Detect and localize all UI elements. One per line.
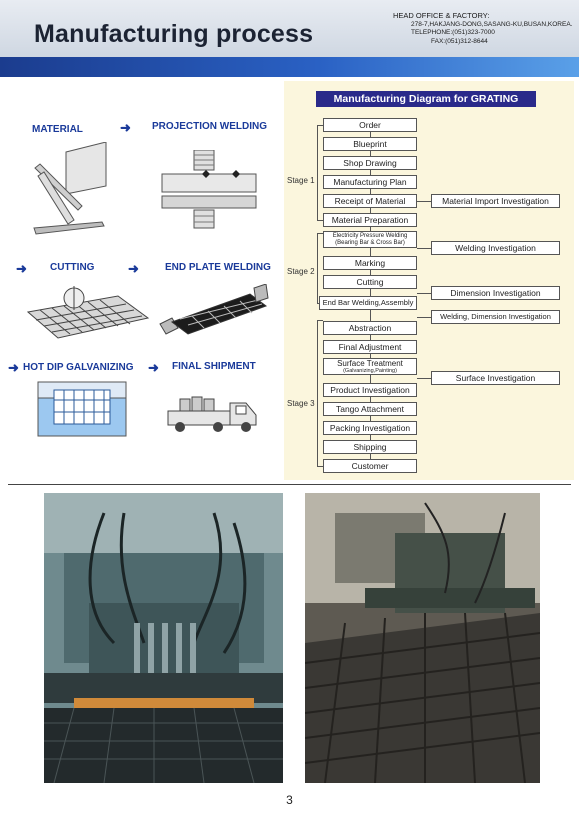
flow-box-line: Electricity Pressure Welding — [332, 233, 408, 239]
inspection-box: Welding Investigation — [431, 241, 560, 255]
flow-box: Blueprint — [323, 137, 417, 151]
welding-machine-photo — [44, 493, 283, 783]
stage2-bracket — [317, 233, 318, 303]
cutting-grating-illustration — [26, 286, 150, 339]
flow-box: Final Adjustment — [323, 340, 417, 354]
arrow-right-icon: ➜ — [120, 120, 131, 135]
flow-box: Order — [323, 118, 417, 132]
flow-box-surface: Surface Treatment (Galvanizing,Painting) — [323, 358, 417, 375]
truck-icon — [167, 396, 257, 432]
stage3-bracket — [317, 320, 318, 466]
flow-box: Shop Drawing — [323, 156, 417, 170]
material-bars-illustration — [33, 142, 107, 235]
office-info: HEAD OFFICE & FACTORY: 278-7,HAKJANG-DON… — [393, 11, 573, 46]
diagram-title: Manufacturing Diagram for GRATING — [316, 91, 536, 107]
inspection-box: Material Import Investigation — [431, 194, 560, 208]
inspection-box: Surface Investigation — [431, 371, 560, 385]
flow-box: Marking — [323, 256, 417, 270]
flow-box: Cutting — [323, 275, 417, 289]
flow-box: Product Investigation — [323, 383, 417, 397]
step-final-shipment: FINAL SHIPMENT — [172, 361, 256, 372]
page-number: 3 — [286, 793, 293, 807]
projection-welding-illustration — [161, 150, 257, 229]
galvanizing-tank-illustration — [37, 381, 127, 437]
flow-box-welding: Electricity Pressure Welding (Bearing Ba… — [323, 231, 417, 248]
office-address: 278-7,HAKJANG-DONG,SASANG-KU,BUSAN,KOREA… — [411, 20, 573, 28]
inspection-box: Dimension Investigation — [431, 286, 560, 300]
step-projection-welding: PROJECTION WELDING — [152, 121, 268, 132]
header-band — [0, 57, 579, 77]
inspection-connector — [417, 293, 431, 294]
step-end-plate-welding: END PLATE WELDING — [165, 262, 271, 273]
stage-label: Stage 1 — [287, 176, 315, 185]
flow-box-line: Surface Treatment — [337, 359, 403, 368]
flow-box: Shipping — [323, 440, 417, 454]
flow-box: End Bar Welding,Assembly — [319, 296, 417, 310]
arrow-right-icon: ➜ — [8, 360, 19, 375]
office-heading: HEAD OFFICE & FACTORY: — [393, 11, 490, 20]
stage-label: Stage 2 — [287, 267, 315, 276]
welding-line-photo — [305, 493, 540, 783]
inspection-connector — [417, 378, 431, 379]
inspection-connector — [417, 317, 431, 318]
flow-box: Customer — [323, 459, 417, 473]
page-title: Manufacturing process — [34, 20, 314, 48]
inspection-connector — [417, 248, 431, 249]
inspection-box: Welding, Dimension Investigation — [431, 310, 560, 324]
stage1-bracket — [317, 125, 318, 220]
header-bar — [0, 0, 579, 57]
flow-box: Manufacturing Plan — [323, 175, 417, 189]
arrow-right-icon: ➜ — [148, 360, 159, 375]
inspection-connector — [417, 201, 431, 202]
flow-box: Packing Investigation — [323, 421, 417, 435]
flow-box-subline: (Galvanizing,Painting) — [343, 368, 397, 374]
step-hot-dip-galvanizing: HOT DIP GALVANIZING — [23, 362, 134, 373]
flow-box-subline: (Bearing Bar & Cross Bar) — [335, 240, 405, 246]
bracket-tick — [317, 466, 323, 467]
flow-box: Receipt of Material — [323, 194, 417, 208]
bracket-tick — [317, 320, 323, 321]
bracket-tick — [317, 220, 323, 221]
end-plate-welding-illustration — [159, 284, 269, 335]
arrow-right-icon: ➜ — [16, 261, 27, 276]
flow-box: Abstraction — [323, 321, 417, 335]
bracket-tick — [317, 125, 323, 126]
stage-label: Stage 3 — [287, 399, 315, 408]
step-cutting: CUTTING — [50, 262, 95, 273]
bracket-tick — [317, 233, 323, 234]
flow-box: Material Preparation — [323, 213, 417, 227]
flow-box: Tango Attachment — [323, 402, 417, 416]
step-material: MATERIAL — [32, 124, 83, 135]
arrow-right-icon: ➜ — [128, 261, 139, 276]
section-divider — [8, 484, 571, 485]
office-fax: FAX:(051)312-8644 — [431, 37, 488, 45]
office-telephone: TELEPHONE:(051)323-7000 — [411, 29, 495, 36]
